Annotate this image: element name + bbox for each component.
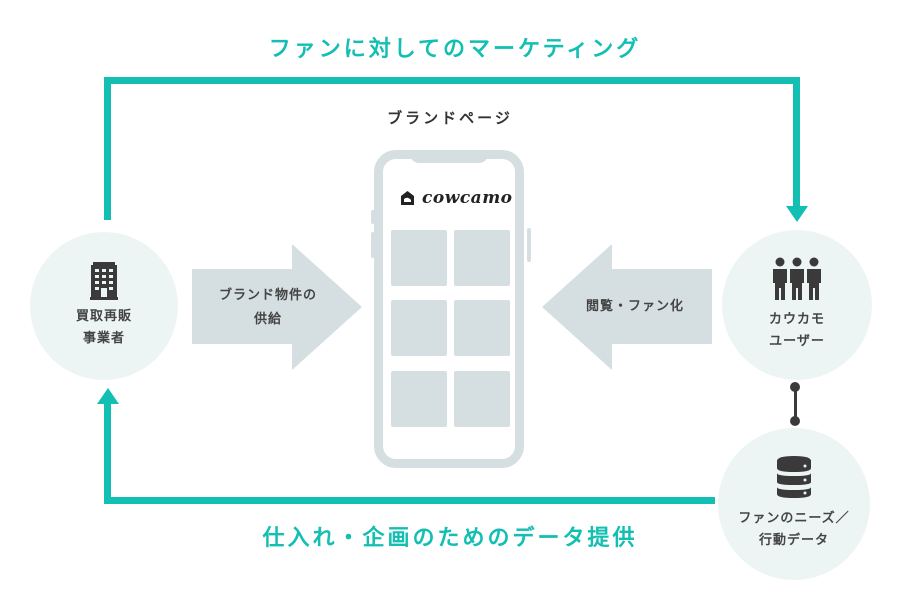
browse-arrow-icon — [542, 244, 712, 370]
brand-page-title: ブランドページ — [387, 109, 513, 127]
phone-notch — [410, 150, 488, 163]
building-icon — [90, 262, 118, 300]
connector-dot-bottom — [790, 416, 800, 426]
phone-side-button — [527, 228, 531, 262]
phone-side-button — [371, 232, 375, 258]
logo-text: cowcamo — [422, 188, 513, 208]
reseller-node: 買取再販 事業者 — [30, 232, 178, 380]
top-flow-line-horizontal — [104, 77, 800, 84]
supply-arrow-icon — [192, 244, 362, 370]
listing-tile — [391, 300, 447, 356]
node-connector — [794, 386, 797, 422]
phone-side-button — [371, 210, 375, 224]
top-flow-arrowhead-icon — [786, 206, 808, 222]
fan-data-node: ファンのニーズ／ 行動データ — [718, 428, 870, 580]
listing-tile — [391, 230, 447, 286]
cowcamo-users-label: カウカモ ユーザー — [768, 312, 825, 349]
users-icon — [773, 257, 821, 300]
database-icon — [777, 456, 811, 498]
connector-dot-top — [790, 382, 800, 392]
bottom-flow-arrowhead-icon — [97, 388, 119, 404]
browse-arrow-label: 閲覧・ファン化 — [585, 299, 684, 314]
bottom-flow-line-left-vertical — [104, 400, 111, 504]
top-flow-line-left-vertical — [104, 77, 111, 220]
fan-data-label: ファンのニーズ／ 行動データ — [738, 511, 850, 548]
supply-arrow-label: ブランド物件の 供給 — [218, 288, 317, 327]
cowcamo-users-node: カウカモ ユーザー — [722, 230, 872, 380]
house-icon — [401, 191, 414, 205]
top-flow-line-right-vertical — [793, 77, 800, 212]
bottom-flow-label: 仕入れ・企画のためのデータ提供 — [262, 526, 638, 551]
reseller-label: 買取再販 事業者 — [75, 309, 132, 346]
cowcamo-logo: cowcamo — [400, 188, 513, 208]
bottom-flow-line-horizontal — [104, 497, 715, 504]
listing-tile — [391, 371, 447, 427]
listing-tile — [454, 230, 510, 286]
top-flow-label: ファンに対してのマーケティング — [268, 37, 642, 62]
listing-tile — [454, 300, 510, 356]
listing-tile — [454, 371, 510, 427]
